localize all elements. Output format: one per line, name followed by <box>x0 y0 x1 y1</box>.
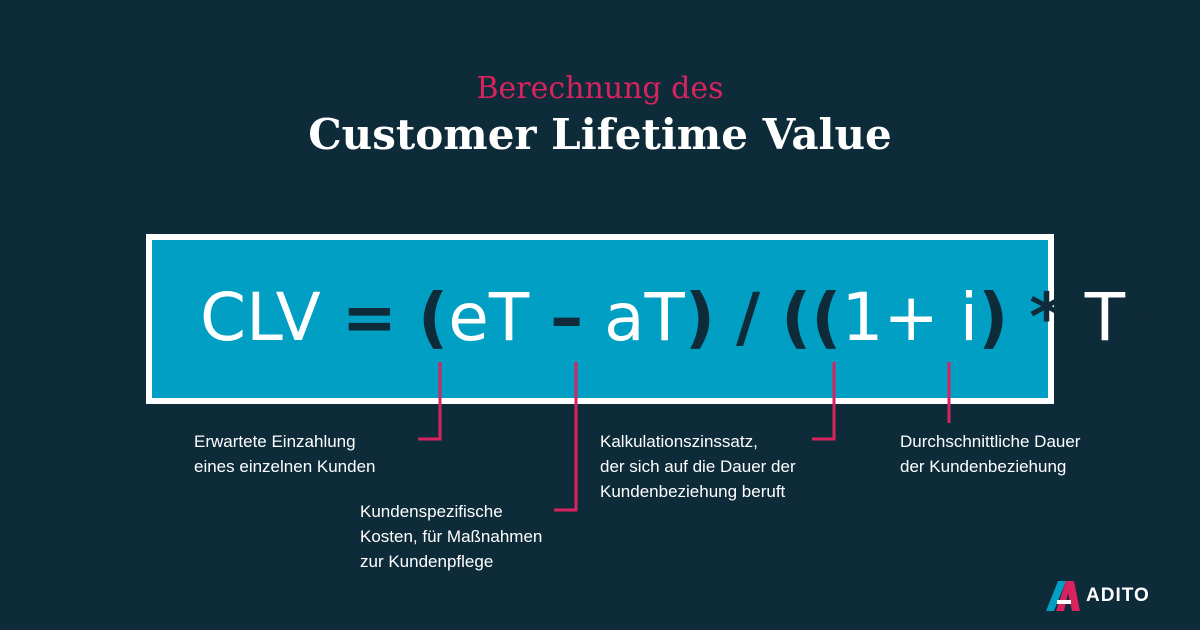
annotation-at: Kundenspezifische Kosten, für Maßnahmen … <box>360 499 542 574</box>
formula-box <box>146 234 1054 404</box>
annotation-t: Durchschnittliche Dauer der Kundenbezieh… <box>900 429 1080 479</box>
annotation-i-line2: der sich auf die Dauer der <box>600 457 796 476</box>
formula-close-paren: ) <box>684 279 716 356</box>
annotation-et-line2: eines einzelnen Kunden <box>194 457 376 476</box>
annotation-t-line1: Durchschnittliche Dauer <box>900 432 1081 451</box>
subtitle: Berechnung des <box>476 71 724 106</box>
formula-minus: – <box>550 279 584 356</box>
logo: ADITO <box>1046 580 1150 612</box>
formula-close-paren-i: ) <box>978 279 1009 356</box>
formula-equals: = <box>341 279 398 356</box>
formula-i: i <box>959 279 979 356</box>
formula: CLV = (eT – aT) / ((1+ i) * T) <box>200 285 1155 351</box>
formula-at: aT <box>604 279 685 356</box>
logo-text: ADITO <box>1086 585 1150 606</box>
formula-divide: / <box>736 279 761 356</box>
adito-logo-icon <box>1046 581 1080 611</box>
annotation-at-line3: zur Kundenpflege <box>360 552 494 571</box>
annotation-at-line2: Kosten, für Maßnahmen <box>360 527 543 546</box>
annotation-i-line1: Kalkulationszinssatz, <box>600 432 758 451</box>
formula-clv: CLV <box>200 279 321 356</box>
annotation-at-line1: Kundenspezifische <box>360 502 503 521</box>
formula-one-plus: 1+ <box>841 279 939 356</box>
annotation-et-line1: Erwartete Einzahlung <box>194 432 356 451</box>
annotation-et: Erwartete Einzahlung eines einzelnen Kun… <box>194 429 375 479</box>
formula-t: T <box>1084 279 1126 356</box>
formula-close-paren-t: ) <box>1125 279 1156 356</box>
formula-open-paren: ( <box>418 279 449 356</box>
formula-times: * <box>1029 279 1064 356</box>
page-title: Customer Lifetime Value <box>308 110 892 159</box>
formula-et: eT <box>448 279 530 356</box>
annotation-i: Kalkulationszinssatz, der sich auf die D… <box>600 429 796 504</box>
annotation-t-line2: der Kundenbeziehung <box>900 457 1067 476</box>
formula-open-double-paren: (( <box>781 279 842 356</box>
annotation-i-line3: Kundenbeziehung beruft <box>600 482 786 501</box>
